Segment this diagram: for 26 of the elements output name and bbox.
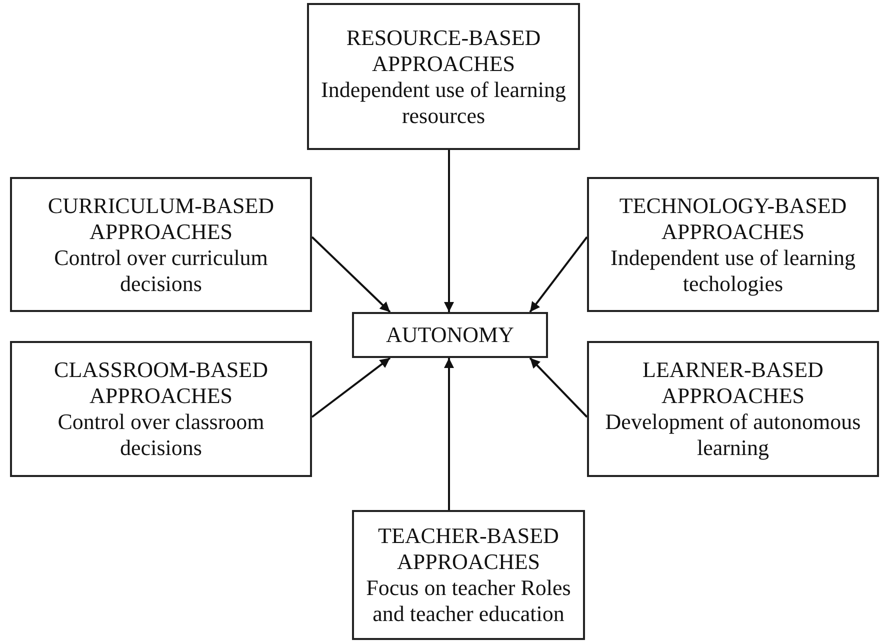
box-text: Focus on teacher Roles and teacher education: [365, 575, 572, 627]
box-heading: TECHNOLOGY-BASED APPROACHES: [618, 192, 848, 244]
arrow: [444, 150, 454, 312]
process-box: [352, 510, 585, 640]
box-text: AUTONOMY: [386, 322, 514, 348]
box-text: Control over curriculum decisions: [53, 244, 269, 296]
process-box: [352, 312, 548, 358]
process-box: [10, 177, 312, 312]
arrow: [529, 236, 588, 313]
arrow: [444, 358, 454, 510]
box-heading: CLASSROOM-BASED APPROACHES: [53, 357, 269, 409]
box-heading: CURRICULUM-BASED APPROACHES: [46, 192, 276, 244]
box-heading: TEACHER-BASED APPROACHES: [377, 523, 560, 575]
box-text: Independent use of learning resources: [320, 76, 567, 128]
process-box: [307, 3, 580, 150]
arrow: [311, 236, 391, 313]
arrow: [529, 357, 588, 418]
box-text: Development of autonomous learning: [604, 409, 862, 461]
box-heading: LEARNER-BASED APPROACHES: [642, 357, 824, 409]
process-box: [10, 341, 312, 477]
box-heading: RESOURCE-BASED APPROACHES: [345, 24, 542, 76]
process-box: [587, 341, 879, 477]
process-box: [587, 177, 879, 312]
box-text: Independent use of learning techologies: [610, 244, 856, 296]
arrow: [311, 357, 391, 418]
box-text: Control over classroom decisions: [56, 409, 266, 461]
